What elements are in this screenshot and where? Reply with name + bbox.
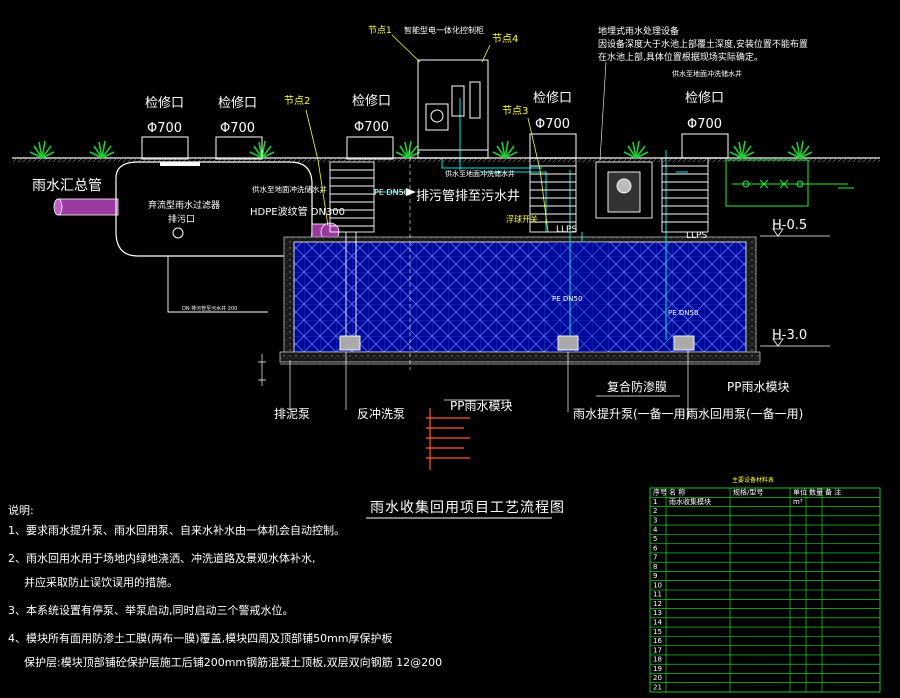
equipment-table: 主要设备材料表 序号名 称 规格/型号 单位数量备 注 1 雨水收集模块 m³ 23 456 7… [649,476,881,693]
rain-main-pipe-label: 雨水汇总管 [32,178,102,194]
right-wells [529,157,709,351]
composite-membrane-label: 复合防渗膜 [607,379,667,394]
level-bottom-label: H-3.0 [772,328,807,343]
table-title: 主要设备材料表 [732,476,774,484]
equipment-note-line1: 因设备深度大于水池上部覆土深度,安装位置不能布置 [598,38,808,50]
backwash-pump-label: 反冲洗泵 [357,406,405,421]
table-cell: 14 [653,618,662,626]
note-3: 3、本系统设置有停泵、举泵启动,同时启动三个警戒水位。 [8,604,294,617]
diameter-label: Φ700 [535,117,570,132]
level-top-label: H-0.5 [772,218,807,233]
inspection-ports: 检修口 Φ700 检修口 Φ700 检修口 Φ700 检修口 Φ700 检修口 … [141,91,729,160]
rain-main-pipe [57,198,119,216]
equipment-note-title: 地埋式雨水处理设备 [598,25,679,37]
pp-module-right-label: PP雨水模块 [727,380,789,394]
lps-label: LLPS [556,225,577,235]
table-header-cell: 单位 [793,488,807,497]
pe-dn50-label: PE DN50 [374,188,409,197]
table-cell: 21 [653,683,662,691]
table-cell: 10 [653,581,662,589]
table-cell: 11 [653,591,662,599]
table-cell: 2 [653,507,657,515]
supply-label-3: 供水至地面冲洗储水井 [672,69,742,78]
hdpe-pipe-label: HDPE波纹管 DN300 [250,205,345,218]
table-cell: 5 [653,535,657,543]
control-box [417,59,489,159]
node2-label: 节点2 [284,95,310,107]
level-markers: H-0.5 H-3.0 [760,218,830,347]
sludge-pump-label: 排泥泵 [274,407,310,421]
table-cell: 15 [653,628,662,636]
pe-dn50-label: PE DN50 [668,309,698,317]
table-cell: 18 [653,656,662,664]
inspection-port-label: 检修口 [685,91,724,106]
inspection-port-label: 检修口 [533,91,572,106]
table-cell: m³ [793,498,803,506]
filter-outlet-label: 排污口 [168,213,195,225]
svg-text:DN 排污管至污水井 200: DN 排污管至污水井 200 [182,305,237,312]
table-header-cell: 规格/型号 [733,488,763,497]
table-cell: 1 [653,498,657,506]
sewage-well-label: 排污管排至污水井 [416,189,520,204]
page-title: 雨水收集回用项目工艺流程图 [370,500,565,516]
lift-pump-label: 雨水提升泵(一备一用) [573,406,690,421]
node4-label: 节点4 [492,33,518,45]
inspection-port-label: 检修口 [218,96,257,111]
supply-label-2: 供水至地面冲洗储水井 [445,169,515,178]
diameter-label: Φ700 [220,121,255,136]
float-switch-label: 浮球开关 [506,214,538,224]
table-cell: 7 [653,554,657,562]
notes-heading: 说明: [8,504,34,517]
diameter-label: Φ700 [147,121,182,136]
note-1: 1、要求雨水提升泵、雨水回用泵、自来水补水由一体机会自动控制。 [8,524,345,537]
supply-label: 供水至地面冲洗储水井 [252,184,327,194]
pe-dn50-label: PE DN50 [552,295,582,303]
node1-label: 节点1 [368,25,392,36]
table-cell: 20 [653,674,662,682]
table-cell: 12 [653,600,662,608]
node3-label: 节点3 [502,105,528,117]
filter-label: 弃流型雨水过滤器 [148,199,220,211]
table-cell: 16 [653,637,662,645]
table-header-cell: 序号 [653,488,667,497]
table-cell: 3 [653,516,657,524]
ground-hatch [12,158,880,162]
table-cell: 8 [653,563,657,571]
equipment-note-line2: 在水池上部,具体位置根据现场实际确定。 [598,51,763,63]
note-2: 2、雨水回用水用于场地内绿地浇洒、冲洗道路及景观水体补水, [8,552,316,565]
diameter-label: Φ700 [354,120,389,135]
table-cell: 6 [653,544,658,552]
left-well [329,161,375,351]
note-4: 4、模块所有面用防渗土工膜(两布一膜)覆盖,模块四周及顶部铺50mm厚保护板 [8,632,393,645]
control-box-label: 智能型电一体化控制柜 [404,25,484,35]
table-cell: 4 [653,526,658,534]
pp-module-block [293,241,747,353]
reuse-pump-label: 雨水回用泵(一备一用) [686,407,803,421]
note-5: 保护层:模块顶部铺砼保护层施工后铺200mm钢筋混凝土顶板,双层双向钢筋 12@… [24,656,443,669]
equipment-note: 地埋式雨水处理设备 因设备深度大于水池上部覆土深度,安装位置不能布置 在水池上部… [598,25,808,161]
inspection-port-label: 检修口 [352,94,391,109]
bottom-labels: 排泥泵 反冲洗泵 PP雨水模块 复合防渗膜 PP雨水模块 雨水提升泵(一备一用)… [258,352,803,470]
table-header-cell: 名 称 [669,488,685,497]
table-cell: 17 [653,646,662,654]
grass-icons [29,140,813,159]
table-cell: 13 [653,609,662,617]
inspection-port-label: 检修口 [145,96,184,111]
table-cell: 9 [653,572,657,580]
table-cell: 19 [653,665,662,673]
note-2b: 并应采取防止误饮误用的措施。 [24,576,178,589]
valve-assembly [725,159,854,207]
pp-module-center-label: PP雨水模块 [450,399,512,413]
table-header-cell: 备 注 [825,488,841,497]
diameter-label: Φ700 [687,117,722,132]
lps-label-2: LLPS [686,231,707,241]
table-cell: 雨水收集模块 [669,497,711,506]
tank-base [279,351,761,363]
table-header-cell: 数量 [809,488,823,497]
